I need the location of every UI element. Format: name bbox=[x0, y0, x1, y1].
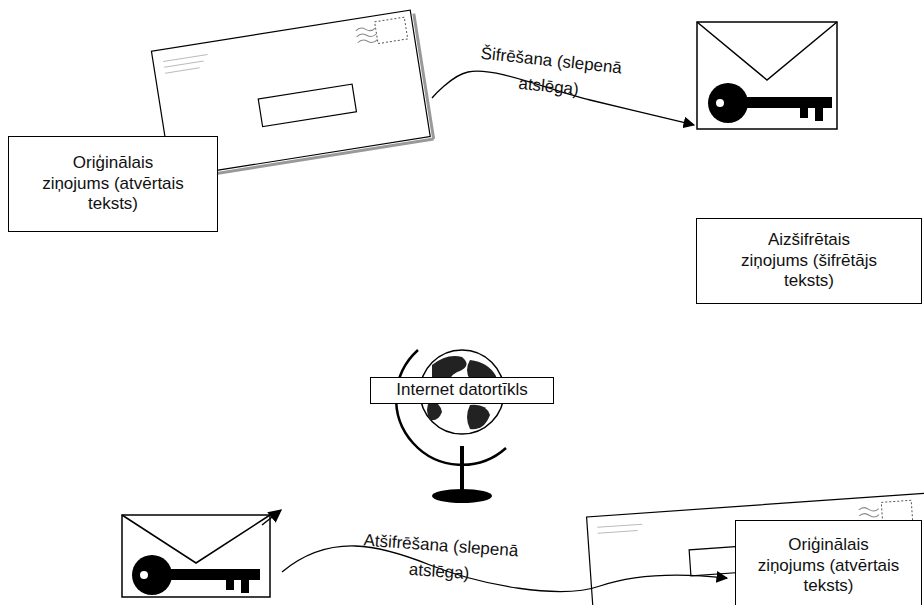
node-label: Oriģinālais ziņojums (atvērtais teksts) bbox=[8, 136, 218, 232]
message-node: Oriģinālais ziņojums (atvērtais teksts) bbox=[0, 0, 432, 235]
arrow-label: Atšifrēšana (slepenā atslēga) bbox=[358, 527, 521, 589]
node-label: Internet datortīkls bbox=[370, 377, 554, 404]
message-node: Oriģinālais ziņojums (atvērtais teksts) bbox=[588, 495, 924, 605]
globe-icon bbox=[396, 350, 506, 503]
edge-label: Šifrēšana (slepenā atslēga) bbox=[468, 40, 632, 107]
encrypted-envelope-icon bbox=[697, 22, 837, 129]
received-envelope-icon bbox=[122, 510, 281, 597]
node-label: Oriģinālais ziņojums (atvērtais teksts) bbox=[735, 520, 922, 605]
letter-icon bbox=[587, 493, 924, 605]
node-label: Aizšifrētais ziņojums (šifrētājs teksts) bbox=[696, 218, 922, 304]
message-node: Aizšifrētais ziņojums (šifrētājs teksts) bbox=[694, 14, 924, 306]
message-node: Internet datortīkls bbox=[370, 377, 554, 404]
